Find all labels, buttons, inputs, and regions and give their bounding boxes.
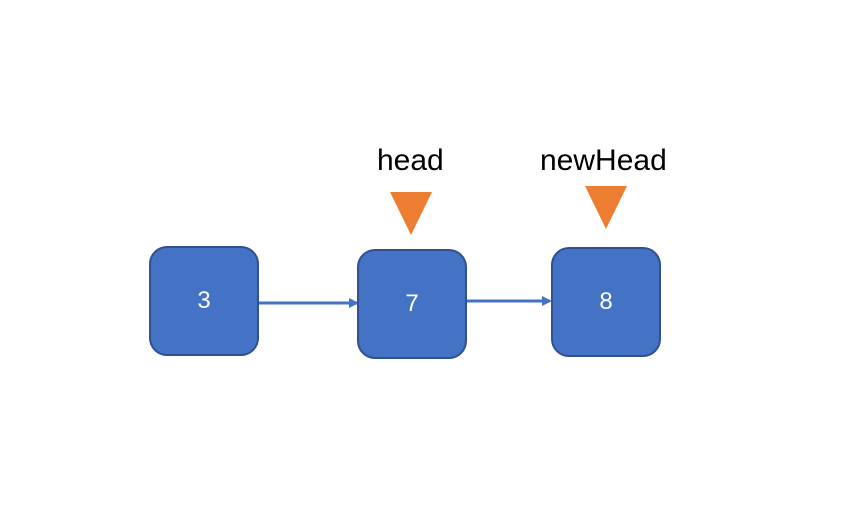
- list-node-3: 3: [149, 246, 259, 356]
- node-value: 7: [405, 290, 419, 317]
- node-value: 8: [599, 288, 613, 315]
- newhead-pointer-triangle: [585, 186, 627, 229]
- head-pointer-label: head: [377, 144, 444, 177]
- head-pointer-triangle: [390, 192, 432, 235]
- list-node-8: 8: [551, 247, 661, 357]
- list-node-7: 7: [357, 249, 467, 359]
- newhead-pointer-label: newHead: [540, 144, 667, 177]
- node-value: 3: [197, 287, 211, 314]
